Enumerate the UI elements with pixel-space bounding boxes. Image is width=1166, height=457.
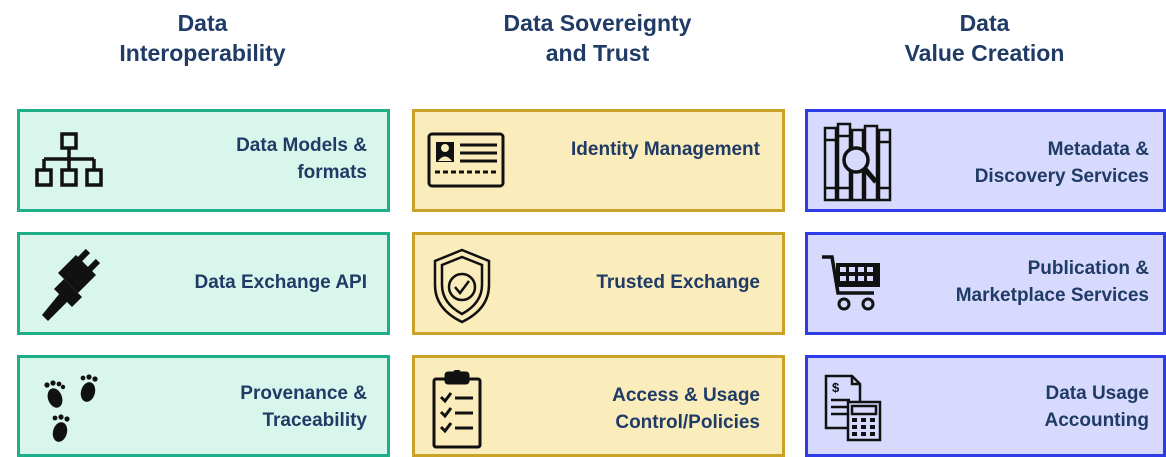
footprints-icon bbox=[38, 372, 108, 446]
heading-line: and Trust bbox=[545, 40, 650, 66]
label-access-usage-control: Access & Usage Control/Policies bbox=[612, 382, 760, 436]
label-line: Trusted Exchange bbox=[596, 272, 760, 293]
label-data-usage-accounting: Data Usage Accounting bbox=[1045, 380, 1150, 434]
box-metadata-discovery: Metadata & Discovery Services bbox=[805, 109, 1166, 212]
heading-line: Interoperability bbox=[119, 40, 286, 66]
label-line: Provenance & bbox=[240, 383, 367, 404]
hierarchy-icon bbox=[34, 132, 104, 190]
heading-data-sovereignty-and-trust: Data Sovereignty and Trust bbox=[410, 8, 785, 72]
label-identity-management: Identity Management bbox=[571, 136, 760, 163]
box-provenance-traceability: Provenance & Traceability bbox=[17, 355, 390, 457]
shield-check-icon bbox=[431, 247, 493, 325]
label-metadata-discovery: Metadata & Discovery Services bbox=[975, 136, 1149, 190]
box-data-models-formats: Data Models & formats bbox=[17, 109, 390, 212]
plug-icon bbox=[38, 247, 104, 323]
label-line: Access & Usage bbox=[612, 385, 760, 406]
box-identity-management: Identity Management bbox=[412, 109, 785, 212]
box-data-usage-accounting: $ Data Usage Accounting bbox=[805, 355, 1166, 457]
books-search-icon bbox=[822, 122, 892, 202]
heading-line: Data bbox=[959, 10, 1010, 36]
invoice-calculator-icon: $ bbox=[822, 372, 884, 442]
box-publication-marketplace: Publication & Marketplace Services bbox=[805, 232, 1166, 335]
label-line: Identity Management bbox=[571, 139, 760, 160]
label-line: Data Exchange API bbox=[194, 272, 367, 293]
label-provenance-traceability: Provenance & Traceability bbox=[240, 380, 367, 434]
heading-data-value-creation: Data Value Creation bbox=[803, 8, 1166, 72]
label-line: Data Usage bbox=[1045, 383, 1150, 404]
label-publication-marketplace: Publication & Marketplace Services bbox=[956, 255, 1149, 309]
svg-text:$: $ bbox=[832, 380, 840, 395]
label-line: Traceability bbox=[262, 410, 367, 431]
label-data-exchange-api: Data Exchange API bbox=[195, 269, 367, 296]
label-line: Accounting bbox=[1044, 410, 1150, 431]
label-trusted-exchange: Trusted Exchange bbox=[596, 269, 760, 296]
box-access-usage-control: Access & Usage Control/Policies bbox=[412, 355, 785, 457]
label-line: Control/Policies bbox=[615, 412, 760, 433]
heading-line: Data Sovereignty bbox=[503, 10, 692, 36]
heading-line: Value Creation bbox=[904, 40, 1065, 66]
label-line: Publication & bbox=[1027, 258, 1149, 279]
label-line: Marketplace Services bbox=[955, 285, 1149, 306]
id-card-icon bbox=[427, 132, 505, 188]
label-line: Data Models & bbox=[236, 135, 367, 156]
box-data-exchange-api: Data Exchange API bbox=[17, 232, 390, 335]
label-line: Discovery Services bbox=[974, 166, 1149, 187]
label-line: Metadata & bbox=[1047, 139, 1149, 160]
heading-data-interoperability: Data Interoperability bbox=[15, 8, 390, 72]
box-trusted-exchange: Trusted Exchange bbox=[412, 232, 785, 335]
shopping-cart-icon bbox=[820, 253, 884, 313]
label-data-models-formats: Data Models & formats bbox=[236, 132, 367, 186]
label-line: formats bbox=[297, 162, 367, 183]
heading-line: Data bbox=[177, 10, 228, 36]
clipboard-checklist-icon bbox=[431, 370, 483, 450]
